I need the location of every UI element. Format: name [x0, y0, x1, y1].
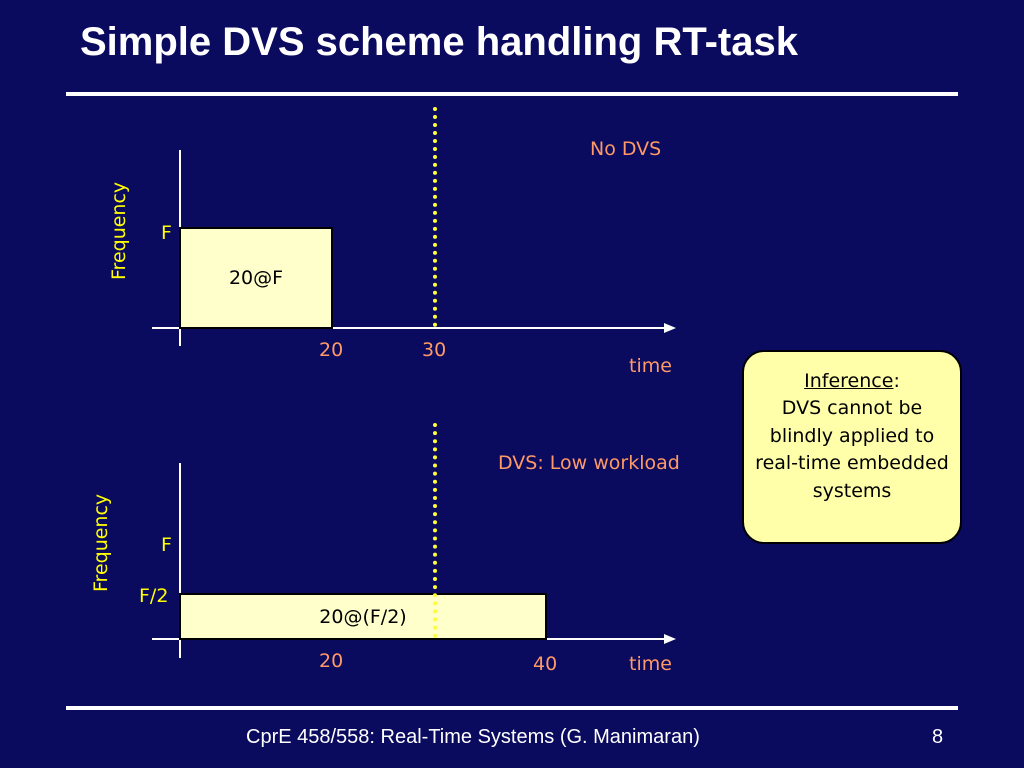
top-tick-30: 30: [422, 339, 447, 361]
inference-heading: Inference: [804, 370, 894, 392]
bottom-tick-20: 20: [319, 650, 344, 672]
top-task-label: 20@F: [228, 267, 284, 289]
bottom-freq-label-f: F: [161, 534, 172, 556]
footer-text: CprE 458/558: Real-Time Systems (G. Mani…: [246, 726, 700, 748]
bottom-y-axis: [179, 463, 181, 658]
top-caption: No DVS: [590, 138, 662, 160]
top-freq-label-f: F: [161, 222, 172, 244]
bottom-tick-40: 40: [533, 653, 558, 675]
bottom-deadline-line: [433, 423, 437, 638]
bottom-task-label: 20@(F/2): [319, 605, 407, 628]
inference-callout: Inference: DVS cannot be blindly applied…: [742, 350, 962, 544]
slide-title: Simple DVS scheme handling RT-task: [80, 20, 798, 64]
top-tick-20: 20: [319, 339, 344, 361]
inference-heading-row: Inference:: [744, 367, 960, 395]
top-task-block: 20@F: [179, 227, 333, 329]
bottom-caption: DVS: Low workload: [498, 452, 680, 474]
bottom-time-label: time: [629, 653, 672, 675]
bottom-y-axis-label: Frequency: [90, 493, 112, 592]
bottom-task-block: 20@(F/2): [179, 593, 547, 640]
top-x-axis: [152, 327, 664, 329]
inference-heading-colon: :: [893, 370, 900, 392]
top-time-label: time: [629, 355, 672, 377]
inference-body: DVS cannot be blindly applied to real-ti…: [755, 397, 949, 502]
top-x-axis-arrow-icon: [664, 323, 676, 333]
top-deadline-line: [433, 107, 437, 327]
title-divider: [66, 92, 958, 96]
page-number: 8: [932, 726, 944, 748]
top-y-axis-label: Frequency: [108, 181, 130, 280]
bottom-x-axis-arrow-icon: [664, 634, 676, 644]
bottom-freq-label-half: F/2: [139, 585, 169, 607]
footer-divider: [66, 706, 958, 710]
